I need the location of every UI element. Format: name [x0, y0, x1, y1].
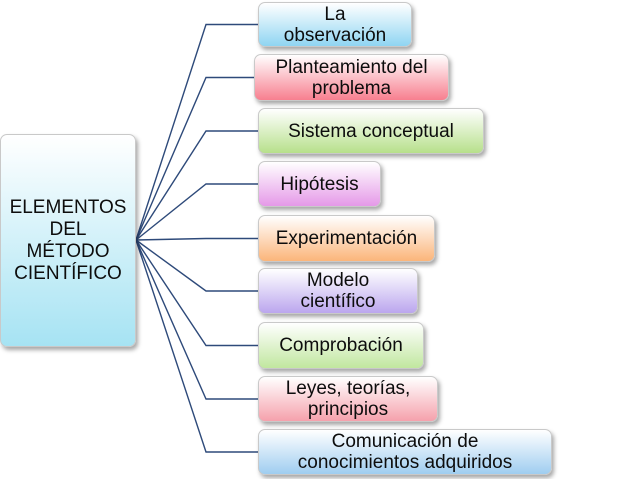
connector-to-hipotesis	[135, 183, 258, 241]
node-comunicacion-de-conocimientos: Comunicación de conocimientos adquiridos	[258, 429, 552, 475]
node-modelo-cientifico: Modelo científico	[258, 268, 418, 314]
connector-to-comunicacion	[135, 239, 258, 453]
node-sistema-conceptual: Sistema conceptual	[258, 108, 484, 154]
connector-to-experimentacion	[135, 237, 258, 241]
node-leyes-teorias-principios: Leyes, teorías, principios	[258, 376, 438, 422]
connector-to-leyes	[135, 239, 258, 400]
node-comprobacion: Comprobación	[258, 322, 424, 369]
connector-to-sistema	[135, 130, 258, 241]
connector-to-observacion	[135, 23, 258, 241]
node-planteamiento-del-problema: Planteamiento del problema	[254, 54, 449, 101]
node-la-observacion: La observación	[258, 2, 412, 47]
connector-to-comprobacion	[135, 239, 258, 347]
connector-to-planteamiento	[135, 76, 254, 241]
connector-to-modelo	[135, 239, 258, 292]
node-hipotesis: Hipótesis	[258, 161, 381, 207]
root-node-elementos-del-metodo-cientifico: ELEMENTOS DEL MÉTODO CIENTÍFICO	[0, 134, 136, 347]
node-experimentacion: Experimentación	[258, 215, 435, 262]
